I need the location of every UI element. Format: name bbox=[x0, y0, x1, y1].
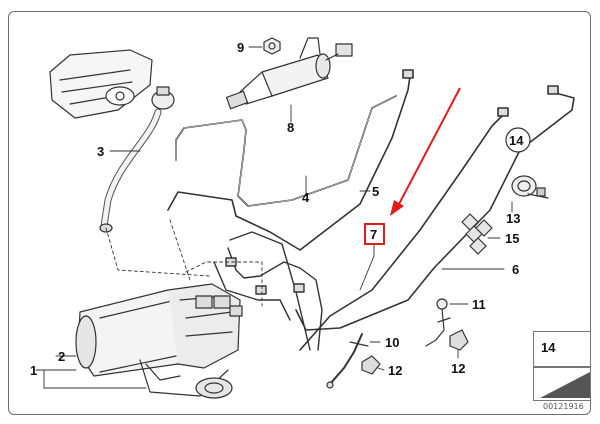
callout-3: 3 bbox=[97, 144, 105, 159]
brake-line-4 bbox=[175, 95, 397, 207]
brake-line-6 bbox=[295, 85, 575, 351]
brake-line-5 bbox=[167, 69, 414, 251]
master-cylinder bbox=[225, 37, 353, 110]
abs-feed-lines bbox=[213, 231, 323, 351]
callout-8: 8 bbox=[287, 120, 295, 135]
reservoir-hose bbox=[99, 86, 175, 233]
callout-12a: 12 bbox=[388, 363, 403, 378]
callout-12b: 12 bbox=[451, 361, 466, 376]
intake-manifold bbox=[49, 49, 153, 119]
diagram-id: 00121916 bbox=[543, 402, 584, 411]
callout-13: 13 bbox=[506, 211, 521, 226]
bracket-11 bbox=[425, 298, 451, 347]
leader-lines bbox=[105, 219, 263, 307]
grommet-12b bbox=[449, 329, 469, 351]
callout-14-circle: 14 bbox=[509, 133, 524, 148]
callout-1: 1 bbox=[30, 363, 38, 378]
callout-7: 7 bbox=[370, 227, 378, 242]
diagram-frame bbox=[8, 11, 591, 415]
grommet-12a bbox=[361, 355, 381, 375]
part-14-box-number: 14 bbox=[541, 340, 556, 355]
abs-hydraulic-unit bbox=[75, 283, 243, 399]
callout-15: 15 bbox=[505, 231, 520, 246]
callout-2: 2 bbox=[58, 349, 66, 364]
callout-9: 9 bbox=[237, 40, 245, 55]
wedge-box bbox=[533, 367, 591, 401]
part-14-box: 14 bbox=[533, 331, 591, 367]
callout-lines bbox=[35, 46, 513, 389]
callout-4: 4 bbox=[302, 190, 310, 205]
hex-nut bbox=[263, 37, 281, 55]
callout-5: 5 bbox=[372, 184, 380, 199]
wedge-icon bbox=[540, 372, 590, 398]
bracket-10 bbox=[326, 333, 369, 389]
callout-6: 6 bbox=[512, 262, 520, 277]
clip-set bbox=[461, 213, 493, 255]
highlight-arrow bbox=[390, 87, 461, 216]
highlight-box bbox=[364, 223, 385, 245]
callout-10: 10 bbox=[385, 335, 400, 350]
pipe-clip bbox=[511, 175, 549, 199]
callout-11: 11 bbox=[472, 297, 486, 312]
